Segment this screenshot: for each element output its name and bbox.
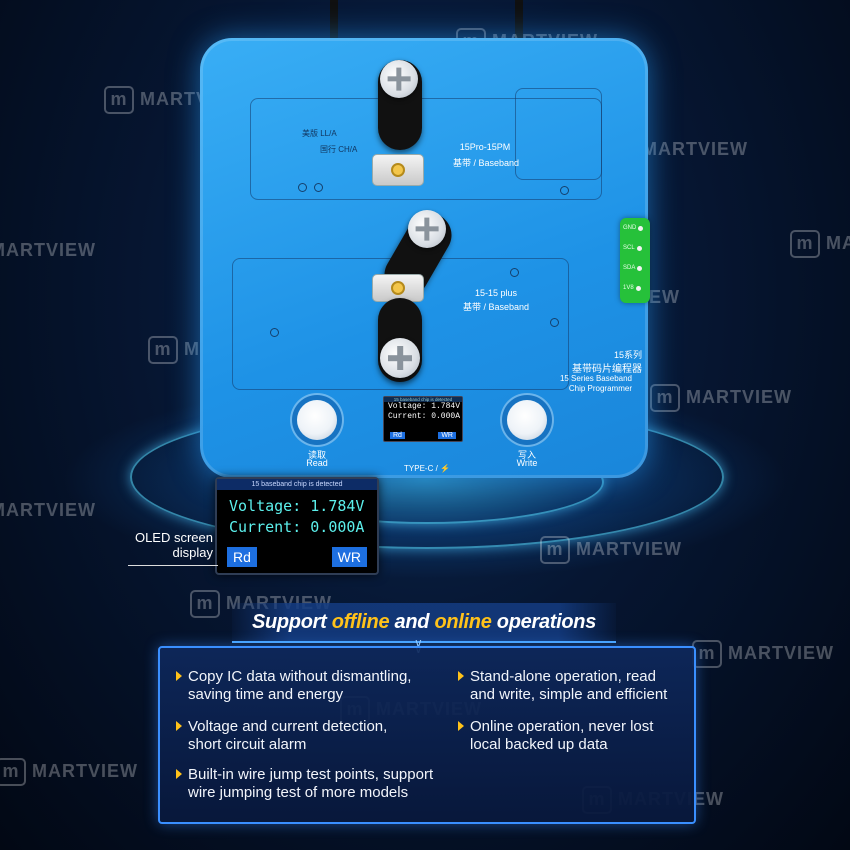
mini-header: 15 baseband chip is detected: [384, 397, 462, 402]
mini-wr-button: WR: [438, 432, 456, 439]
cable-right: [515, 0, 523, 40]
martview-logo-icon: m: [790, 230, 820, 258]
sda-pin[interactable]: SDA: [620, 258, 650, 278]
mount-hole: [270, 328, 279, 337]
headline-part1: Support: [251, 610, 332, 633]
programmer-en-label: Chip Programmer: [568, 384, 632, 393]
oled-screen-enlarged: 15 baseband chip is detected Voltage: 1.…: [215, 477, 379, 575]
scl-pin[interactable]: SCL: [620, 238, 650, 258]
headline-part2: and: [389, 610, 435, 633]
middle-screw-icon[interactable]: [408, 210, 446, 248]
top-slot-label: 基带 / Baseband: [452, 158, 520, 168]
read-cn-label: 读取: [307, 450, 326, 460]
oled-callout-line2: display: [172, 545, 213, 560]
bullet-arrow-icon: [458, 671, 464, 681]
top-chip-clip[interactable]: [372, 154, 424, 186]
mount-hole: [560, 186, 569, 195]
mini-rd-button: Rd: [390, 432, 405, 439]
cable-left: [330, 0, 338, 40]
oled-callout: OLED screen display: [118, 530, 213, 560]
write-cn-label: 写入: [517, 450, 536, 460]
oled-voltage: Voltage: 1.784V: [229, 497, 365, 515]
headline-banner: Support offline and online operations: [232, 603, 616, 643]
test-point: [298, 183, 307, 192]
write-button[interactable]: [507, 400, 547, 440]
feature-item: Stand-alone operation, read and write, s…: [458, 668, 667, 704]
mount-hole: [510, 268, 519, 277]
headline-part3: operations: [491, 610, 597, 633]
martview-logo-icon: m: [540, 536, 570, 564]
martview-logo-icon: m: [148, 336, 178, 364]
type-c-port-label[interactable]: TYPE-C / ⚡: [404, 464, 450, 473]
us-version-label: 美版 LL/A: [302, 129, 337, 138]
read-en-label: Read: [306, 458, 328, 468]
mini-voltage: Voltage: 1.784V: [388, 402, 461, 411]
read-button[interactable]: [297, 400, 337, 440]
test-point: [314, 183, 323, 192]
top-chip-pad: [515, 88, 602, 180]
middle-chip-clip[interactable]: [372, 274, 424, 302]
watermark: MARTVIEW: [0, 240, 96, 260]
feature-item: Online operation, never lost local backe…: [458, 718, 653, 754]
cn-version-label: 国行 CH/A: [320, 145, 358, 154]
martview-logo-icon: m: [190, 590, 220, 618]
series-en-label: 15 Series Baseband: [559, 374, 632, 383]
top-screw-icon[interactable]: [380, 60, 418, 98]
top-model-label: 15Pro-15PM: [459, 142, 511, 152]
watermark: MARTVIEW: [0, 500, 96, 520]
martview-logo-icon: m: [104, 86, 134, 114]
mini-current: Current: 0.000A: [388, 412, 461, 421]
bullet-arrow-icon: [176, 721, 182, 731]
mount-hole: [550, 318, 559, 327]
features-panel: Copy IC data without dismantling, saving…: [158, 646, 696, 824]
series-cn-label: 15系列: [613, 350, 642, 360]
martview-logo-icon: m: [692, 640, 722, 668]
callout-arrow-line: [128, 565, 218, 566]
1v8-pin[interactable]: 1V8: [620, 278, 650, 298]
feature-item: Copy IC data without dismantling, saving…: [176, 668, 411, 704]
oled-wr-button: WR: [331, 547, 367, 567]
headline-offline: offline: [331, 610, 390, 633]
oled-current: Current: 0.000A: [229, 518, 365, 536]
feature-item: Voltage and current detection, short cir…: [176, 718, 387, 754]
bottom-screw-icon[interactable]: [380, 338, 420, 378]
programmer-cn-label: 基带码片编程器: [572, 364, 642, 375]
martview-logo-icon: m: [650, 384, 680, 412]
oled-header: 15 baseband chip is detected: [217, 479, 377, 490]
bottom-model-label: 15-15 plus: [474, 288, 518, 298]
headline-online: online: [434, 610, 492, 633]
bullet-arrow-icon: [458, 721, 464, 731]
write-en-label: Write: [516, 458, 538, 468]
martview-logo-icon: m: [0, 758, 26, 786]
oled-callout-line1: OLED screen: [134, 530, 213, 545]
jump-wire-connector[interactable]: GND SCL SDA 1V8: [620, 218, 650, 303]
bottom-slot-label: 基带 / Baseband: [462, 302, 530, 312]
bullet-arrow-icon: [176, 671, 182, 681]
board-oled-screen: 15 baseband chip is detected Voltage: 1.…: [383, 396, 463, 442]
feature-item: Built-in wire jump test points, support …: [176, 766, 433, 802]
oled-rd-button: Rd: [227, 547, 257, 567]
gnd-pin[interactable]: GND: [620, 218, 650, 238]
bullet-arrow-icon: [176, 769, 182, 779]
